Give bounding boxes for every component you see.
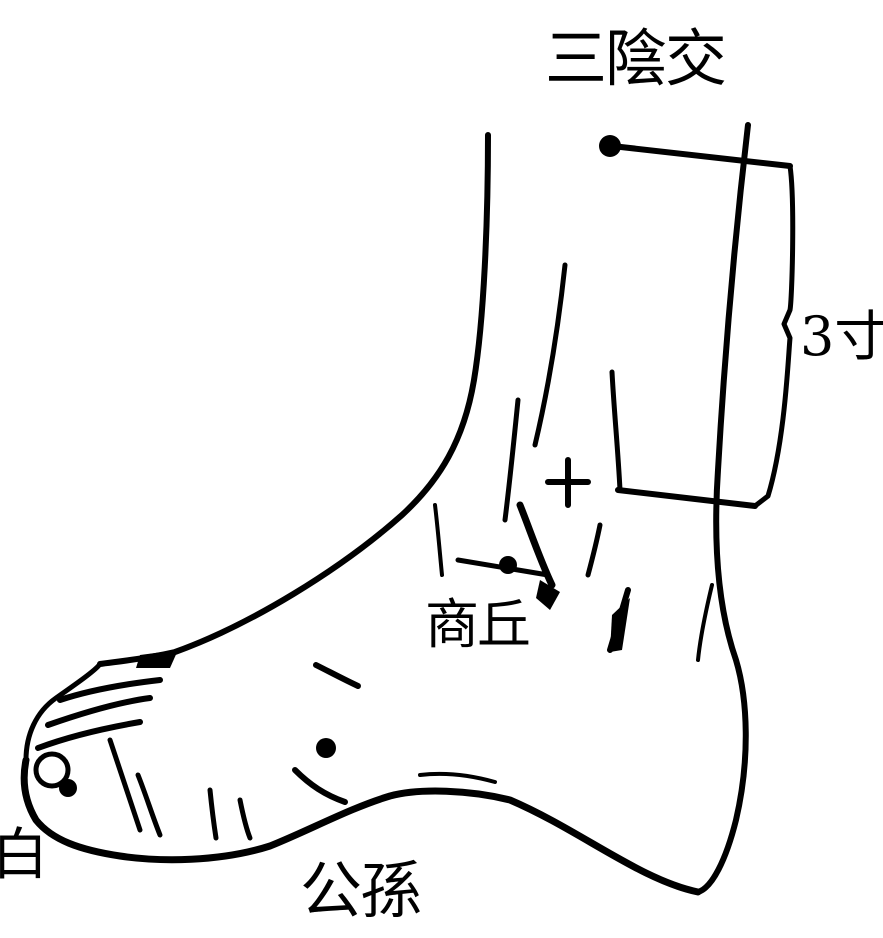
tendon-stroke	[612, 372, 620, 490]
yinbai-point	[59, 779, 77, 797]
gongsun-label: 公孫	[300, 860, 420, 922]
leg-back-outline	[698, 125, 748, 892]
toe-crease-4	[110, 740, 140, 830]
three-cun-measure-label: 3寸	[800, 310, 883, 364]
tendon-stroke	[588, 525, 600, 575]
tendon-stroke	[435, 505, 442, 575]
ankle-reference-line	[618, 490, 755, 506]
gongsun-point	[316, 738, 336, 758]
sole-stroke	[210, 790, 216, 838]
tendon-stroke	[316, 665, 358, 686]
sanyinjiao-label: 三陰交	[545, 28, 725, 90]
sanyinjiao-point	[599, 135, 621, 157]
shangqiu-point	[499, 556, 517, 574]
heel-stroke	[698, 585, 712, 660]
sanyinjiao-pointer-line	[612, 146, 790, 166]
ink-blot	[610, 598, 630, 652]
shangqiu-label: 商丘	[425, 598, 529, 652]
sole-stroke	[295, 770, 345, 802]
malleolus-cross-mark	[548, 460, 588, 505]
tendon-stroke	[535, 265, 565, 445]
sole-stroke	[420, 774, 495, 782]
tendon-stroke	[505, 400, 518, 520]
yinbai-label: 白	[0, 828, 48, 884]
sole-stroke	[240, 800, 250, 838]
leg-front-outline	[100, 135, 488, 664]
measure-bracket	[755, 166, 793, 506]
